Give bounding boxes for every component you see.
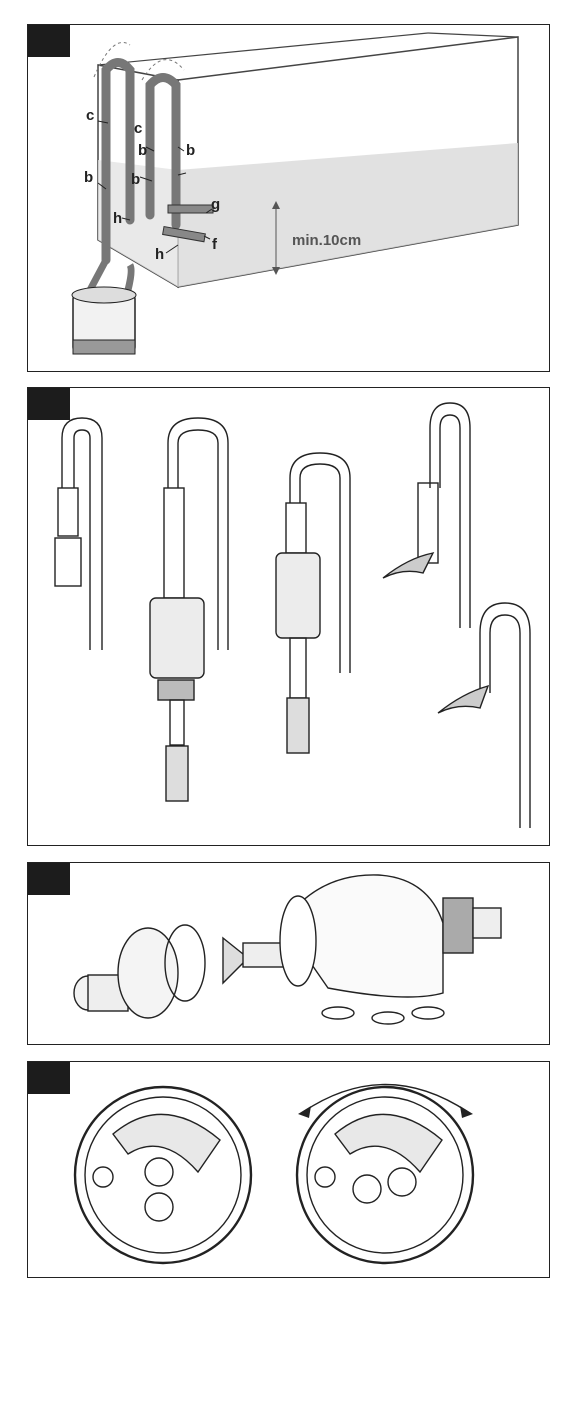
label-b-2: b: [186, 143, 195, 158]
label-b-3: b: [84, 170, 93, 185]
label-c-left: c: [86, 108, 94, 123]
pump-exploded-view-illustration: [28, 863, 551, 1046]
figure-panel-4: [27, 1061, 550, 1278]
aquarium-setup-illustration: [28, 25, 551, 373]
figure-panel-3: [27, 862, 550, 1045]
label-c-right: c: [134, 121, 142, 136]
tube-assembly-illustration: [28, 388, 551, 847]
figure-panel-2: [27, 387, 550, 846]
figure-panel-1: c c b b b b h h g f min.10cm: [27, 24, 550, 372]
label-b-1: b: [138, 143, 147, 158]
label-f: f: [212, 237, 217, 252]
label-b-4: b: [131, 172, 140, 187]
label-h-2: h: [155, 247, 164, 262]
label-h-1: h: [113, 211, 122, 226]
flow-regulator-illustration: [28, 1062, 551, 1279]
min-water-level-label: min.10cm: [292, 232, 361, 249]
label-g: g: [211, 197, 220, 212]
